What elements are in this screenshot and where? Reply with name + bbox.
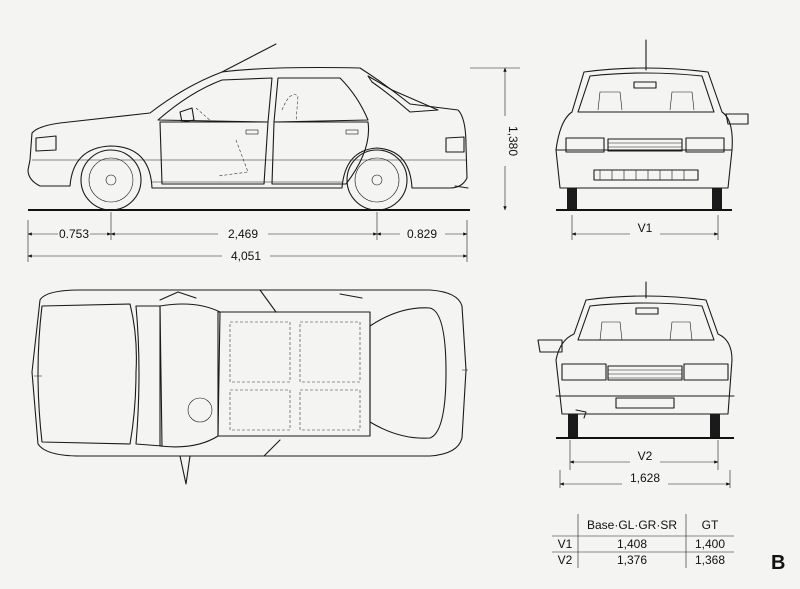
height-label: 1,380 [506, 126, 520, 156]
side-rear-wheel [346, 149, 408, 211]
front-left-tyre [567, 188, 577, 210]
front-right-mirror [725, 113, 749, 125]
side-rear-door [271, 121, 370, 185]
overall-length-label: 4,051 [231, 249, 261, 263]
side-antenna [221, 43, 277, 73]
rear-panel [607, 365, 683, 381]
side-view [27, 43, 470, 211]
top-roof [217, 311, 371, 437]
front-right-tyre [712, 188, 722, 210]
table-cell: 1,408 [617, 537, 647, 551]
front-overhang-label: 0.753 [59, 227, 89, 241]
front-track-dimension [571, 215, 719, 240]
rear-window [577, 302, 715, 341]
front-left-headlight [565, 137, 605, 153]
front-grille [607, 138, 683, 152]
front-track-label: V1 [638, 221, 653, 235]
rear-plate [615, 397, 675, 409]
front-body-outline [555, 67, 733, 189]
rear-right-taillight [683, 363, 729, 381]
length-dimensions [27, 67, 520, 262]
side-headlight [35, 135, 57, 152]
rear-track-dimensions [559, 440, 731, 488]
table-cell: 1,400 [695, 537, 725, 551]
side-front-door [159, 121, 269, 185]
rear-left-mirror [537, 339, 563, 353]
side-rear-window [273, 77, 369, 123]
rearview-mirror [633, 81, 657, 89]
sheet-letter: B [771, 552, 785, 574]
table-cell: 1,368 [695, 553, 725, 567]
rear-mirror-reflection [635, 307, 659, 315]
side-quarter-window [367, 75, 439, 113]
side-body-outline [27, 66, 468, 189]
rear-view [537, 281, 735, 439]
rear-body-outline [555, 295, 733, 415]
steering-wheel [187, 397, 213, 423]
table-header-gt: GT [702, 518, 719, 532]
side-front-window [157, 77, 273, 123]
front-windshield [577, 72, 715, 113]
front-view [555, 39, 749, 211]
top-view [31, 289, 468, 485]
table-header-base: Base·GL·GR·SR [587, 518, 677, 532]
rear-right-tyre [710, 414, 720, 438]
overall-width-label: 1,628 [630, 471, 660, 485]
top-body-outline [31, 289, 467, 457]
front-right-headlight [685, 137, 725, 153]
rear-left-taillight [561, 363, 607, 381]
side-front-wheel [80, 149, 142, 211]
table-row-label: V1 [558, 537, 573, 551]
table-row-label: V2 [558, 553, 573, 567]
front-bumper-intake [593, 169, 699, 181]
top-bonnet [37, 303, 137, 445]
side-mirror [179, 107, 195, 123]
wheelbase-label: 2,469 [228, 227, 258, 241]
track-table: Base·GL·GR·SR GT V1 1,408 1,400 V2 1,376… [552, 514, 734, 568]
side-taillight [445, 136, 465, 153]
rear-overhang-label: 0.829 [407, 227, 437, 241]
top-windshield [135, 305, 163, 447]
rear-left-tyre [568, 414, 578, 438]
top-open-front-door [159, 303, 221, 448]
table-cell: 1,376 [617, 553, 647, 567]
rear-track-label: V2 [638, 449, 653, 463]
top-open-tailgate [369, 307, 447, 439]
